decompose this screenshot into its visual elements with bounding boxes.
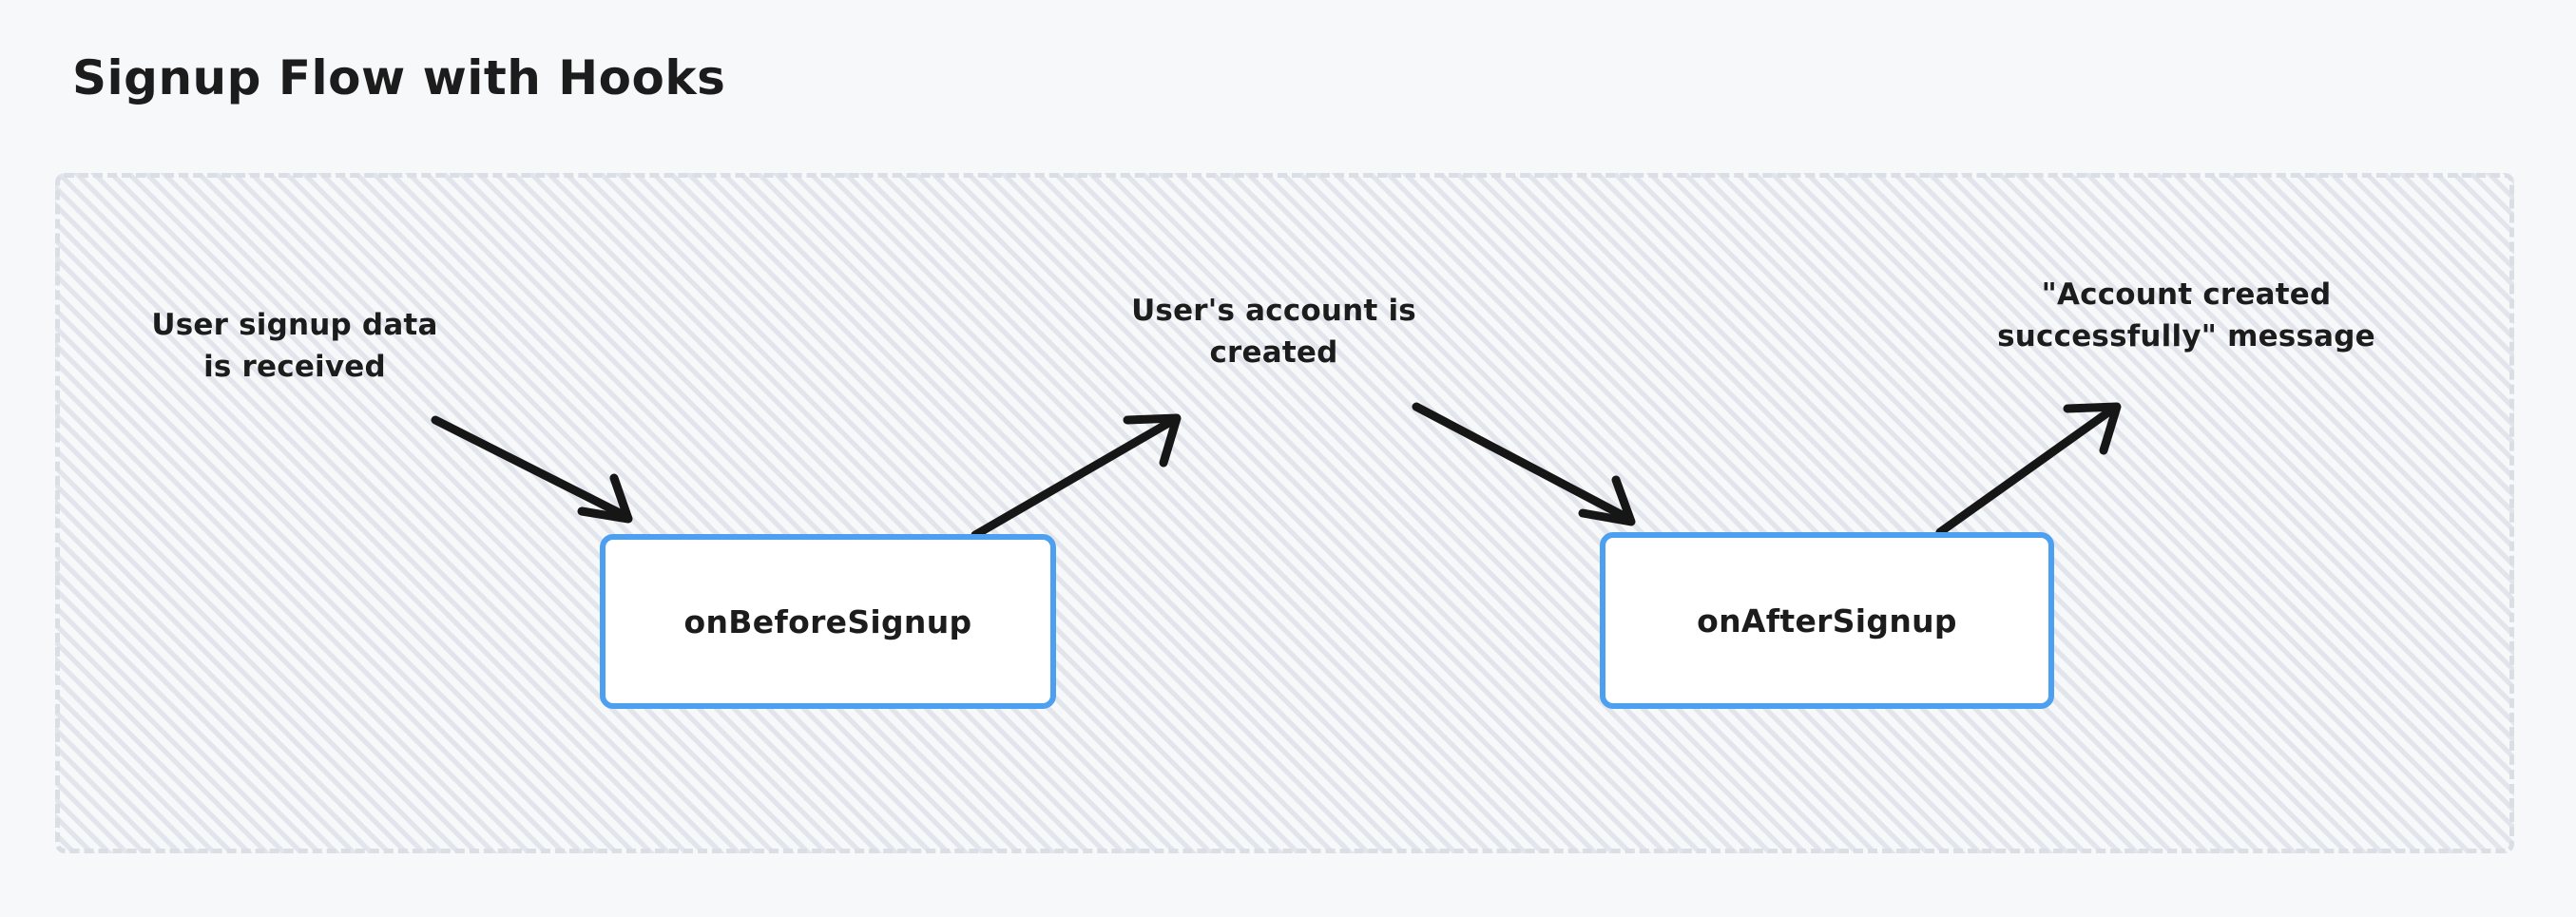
label-signup-data: User signup data is received [151, 308, 438, 385]
node-on-before-signup[interactable]: onBeforeSignup [600, 534, 1056, 709]
node-on-after-signup[interactable]: onAfterSignup [1600, 532, 2054, 709]
label-success-message: "Account created successfully" message [1997, 277, 2375, 354]
page-title: Signup Flow with Hooks [72, 50, 726, 105]
node-label-on-after-signup: onAfterSignup [1697, 602, 1957, 640]
label-account-created: User's account is created [1131, 294, 1416, 371]
node-label-on-before-signup: onBeforeSignup [683, 602, 972, 640]
